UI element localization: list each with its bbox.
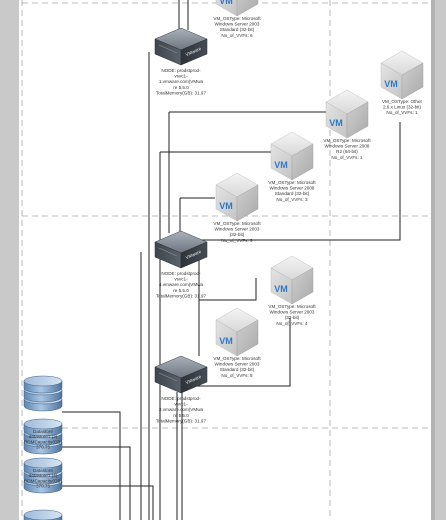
- page-sheet: [19, 0, 431, 520]
- datastore[interactable]: Datastore: [23, 509, 63, 520]
- vm-badge: VM: [274, 160, 288, 170]
- host-label: NODE: prodstprod-vsvc1-1.vmware.com(VMwa…: [156, 68, 206, 95]
- host-badge: VMware: [185, 249, 203, 260]
- host-badge: VMware: [185, 374, 203, 385]
- vm-badge: VM: [384, 79, 398, 89]
- datastore[interactable]: [23, 375, 63, 412]
- vm-badge: VM: [219, 201, 233, 211]
- vm-badge: VM: [219, 336, 233, 346]
- connector-lines: [62, 0, 401, 520]
- vm-badge: VM: [274, 284, 288, 294]
- host-label: NODE: prodstprod-vsvc1-4.vmware.com(VMwa…: [156, 271, 206, 298]
- host-badge: VMware: [185, 46, 203, 57]
- vm-badge: VM: [219, 0, 233, 6]
- vm-badge: VM: [329, 118, 343, 128]
- page-sheet-shadow: [431, 0, 435, 520]
- host-label: NODE: prodstprod-vsvc1-3.vmware.com(VMwa…: [156, 396, 206, 423]
